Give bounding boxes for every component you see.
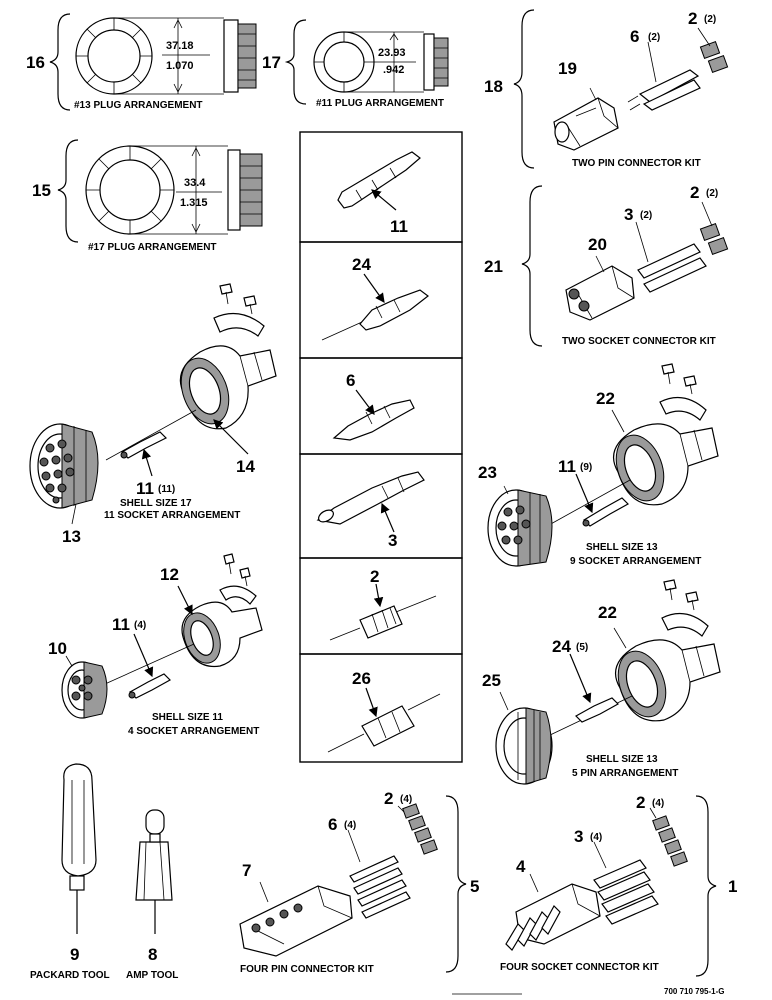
shell17-label-b: 11 SOCKET ARRANGEMENT <box>104 510 240 521</box>
packard-tool-label: PACKARD TOOL <box>30 970 110 981</box>
item-number-24-shell13: 24 <box>552 637 571 656</box>
item-number-11-shell17: 11 <box>136 479 154 498</box>
socket-terminal-3: 3 <box>316 471 425 550</box>
shell13a-label-b: 9 SOCKET ARRANGEMENT <box>570 556 701 567</box>
item-number-6-kit: 6 <box>630 27 639 46</box>
caption-four-pin: FOUR PIN CONNECTOR KIT <box>240 964 374 975</box>
brace-16 <box>49 13 71 111</box>
item-number-14: 14 <box>236 457 255 476</box>
item-number-2-kit21: 2 <box>690 183 699 202</box>
item-number-6-box: 6 <box>346 371 355 390</box>
terminal-column: 11 24 6 3 <box>299 131 463 763</box>
packard-tool: 9 PACKARD TOOL <box>30 763 110 981</box>
two-socket-connector-kit: 21 20 3 (2) 2 (2) TWO SOCKET CONNECTOR K… <box>484 183 729 347</box>
item-number-1: 1 <box>728 877 737 896</box>
item-number-7: 7 <box>242 861 251 880</box>
item-number-19: 19 <box>558 59 577 78</box>
seal-2: 2 <box>329 567 437 641</box>
qty-2-kit18: (2) <box>704 14 716 25</box>
item-number-25: 25 <box>482 671 501 690</box>
shell-17-assembly: 14 13 11 (11) SHELL SIZE 17 11 SOCKET AR… <box>29 283 277 546</box>
drawing-reference: 700 710 795-1-G <box>664 987 725 996</box>
item-number-2-kit5: 2 <box>384 789 393 808</box>
shell13a-label-a: SHELL SIZE 13 <box>586 542 658 553</box>
dim-15-mm: 33.4 <box>184 177 206 189</box>
item-number-10: 10 <box>48 639 67 658</box>
shell17-label-a: SHELL SIZE 17 <box>120 498 192 509</box>
item-number-22-upper: 22 <box>596 389 615 408</box>
pin-terminal-24: 24 <box>321 255 429 341</box>
caption-four-socket: FOUR SOCKET CONNECTOR KIT <box>500 962 659 973</box>
item-number-5: 5 <box>470 877 479 896</box>
item-number-15: 15 <box>32 181 51 200</box>
item-number-6-kit5: 6 <box>328 815 337 834</box>
shell13b-label-b: 5 PIN ARRANGEMENT <box>572 768 678 779</box>
item-number-3-kit1: 3 <box>574 827 583 846</box>
item-number-16: 16 <box>26 53 45 72</box>
qty-2-kit5: (4) <box>400 794 412 805</box>
amp-tool-label: AMP TOOL <box>126 970 178 981</box>
item-number-13: 13 <box>62 527 81 546</box>
qty-3-kit1: (4) <box>590 832 602 843</box>
plug-11-arrangement: 17 23.93 .942 #11 PLUG ARRANGEMENT <box>262 19 449 109</box>
item-number-20: 20 <box>588 235 607 254</box>
item-number-11-shell13: 11 <box>558 457 576 476</box>
caption-17: #11 PLUG ARRANGEMENT <box>316 98 444 109</box>
qty-2-kit21: (2) <box>706 188 718 199</box>
item-number-12: 12 <box>160 565 179 584</box>
item-number-23: 23 <box>478 463 497 482</box>
connector-7 <box>239 885 353 957</box>
qty-11-shell17: (11) <box>158 484 175 495</box>
qty-6-kit: (2) <box>648 32 660 43</box>
item-number-3-box: 3 <box>388 531 397 550</box>
dim-17-in: .942 <box>383 64 404 76</box>
shell-11-assembly: 12 10 11 (4) SHELL SIZE 11 4 SOCKET ARRA… <box>48 553 263 737</box>
pin-terminal-6: 6 <box>332 371 415 441</box>
qty-11-shell11: (4) <box>134 620 146 631</box>
item-number-17: 17 <box>262 53 281 72</box>
item-number-9: 9 <box>70 945 79 964</box>
shell11-label-b: 4 SOCKET ARRANGEMENT <box>128 726 259 737</box>
item-number-4: 4 <box>516 857 526 876</box>
caption-16: #13 PLUG ARRANGEMENT <box>74 100 203 111</box>
caption-15: #17 PLUG ARRANGEMENT <box>88 242 217 253</box>
socket-terminal-11: 11 <box>337 151 421 236</box>
four-pin-connector-kit: 5 7 6 (4) 2 (4) FOUR PIN CONNECTOR KIT <box>239 789 479 975</box>
item-number-21: 21 <box>484 257 503 276</box>
item-number-22-lower: 22 <box>598 603 617 622</box>
dim-16-mm: 37.18 <box>166 40 194 52</box>
item-number-11-box: 11 <box>390 217 408 236</box>
amp-tool: 8 AMP TOOL <box>126 809 178 981</box>
item-number-18: 18 <box>484 77 503 96</box>
shell-13-5-pin-assembly: 22 25 24 (5) SHELL SIZE 13 5 PIN ARRANGE… <box>482 579 721 785</box>
qty-3-kit21: (2) <box>640 210 652 221</box>
dim-15-in: 1.315 <box>180 197 208 209</box>
item-number-2-kit1: 2 <box>636 793 645 812</box>
shell-13-9-socket-assembly: 22 23 11 (9) SHELL SIZE 13 9 SOCKET ARRA… <box>478 363 719 567</box>
qty-11-shell13: (9) <box>580 462 592 473</box>
seal-26: 26 <box>327 669 441 753</box>
plug-17-arrangement: 15 33.4 1.315 #17 PLUG ARRANGEMENT <box>32 139 263 253</box>
shell11-label-a: SHELL SIZE 11 <box>152 712 223 723</box>
item-number-24-box: 24 <box>352 255 371 274</box>
qty-6-kit5: (4) <box>344 820 356 831</box>
item-number-8: 8 <box>148 945 157 964</box>
shell13b-label-a: SHELL SIZE 13 <box>586 754 658 765</box>
item-number-3-kit21: 3 <box>624 205 633 224</box>
item-number-11-shell11: 11 <box>112 615 130 634</box>
qty-2-kit1: (4) <box>652 798 664 809</box>
qty-24-shell13: (5) <box>576 642 588 653</box>
four-socket-connector-kit: 1 4 3 (4) 2 (4) FOUR SOCKET CONNECTOR KI… <box>500 793 737 977</box>
two-pin-connector-kit: 18 19 6 (2) 2 (2) TWO PIN CONNECTOR KIT <box>484 9 729 169</box>
caption-21: TWO SOCKET CONNECTOR KIT <box>562 336 716 347</box>
item-number-2-box: 2 <box>370 567 379 586</box>
item-number-26-box: 26 <box>352 669 371 688</box>
dim-17-mm: 23.93 <box>378 47 406 59</box>
caption-18: TWO PIN CONNECTOR KIT <box>572 158 701 169</box>
item-number-2-kit18: 2 <box>688 9 697 28</box>
plug-13-arrangement: 16 37.18 1.070 #13 PLUG ARRANGEMENT <box>26 13 257 111</box>
dim-16-in: 1.070 <box>166 60 194 72</box>
